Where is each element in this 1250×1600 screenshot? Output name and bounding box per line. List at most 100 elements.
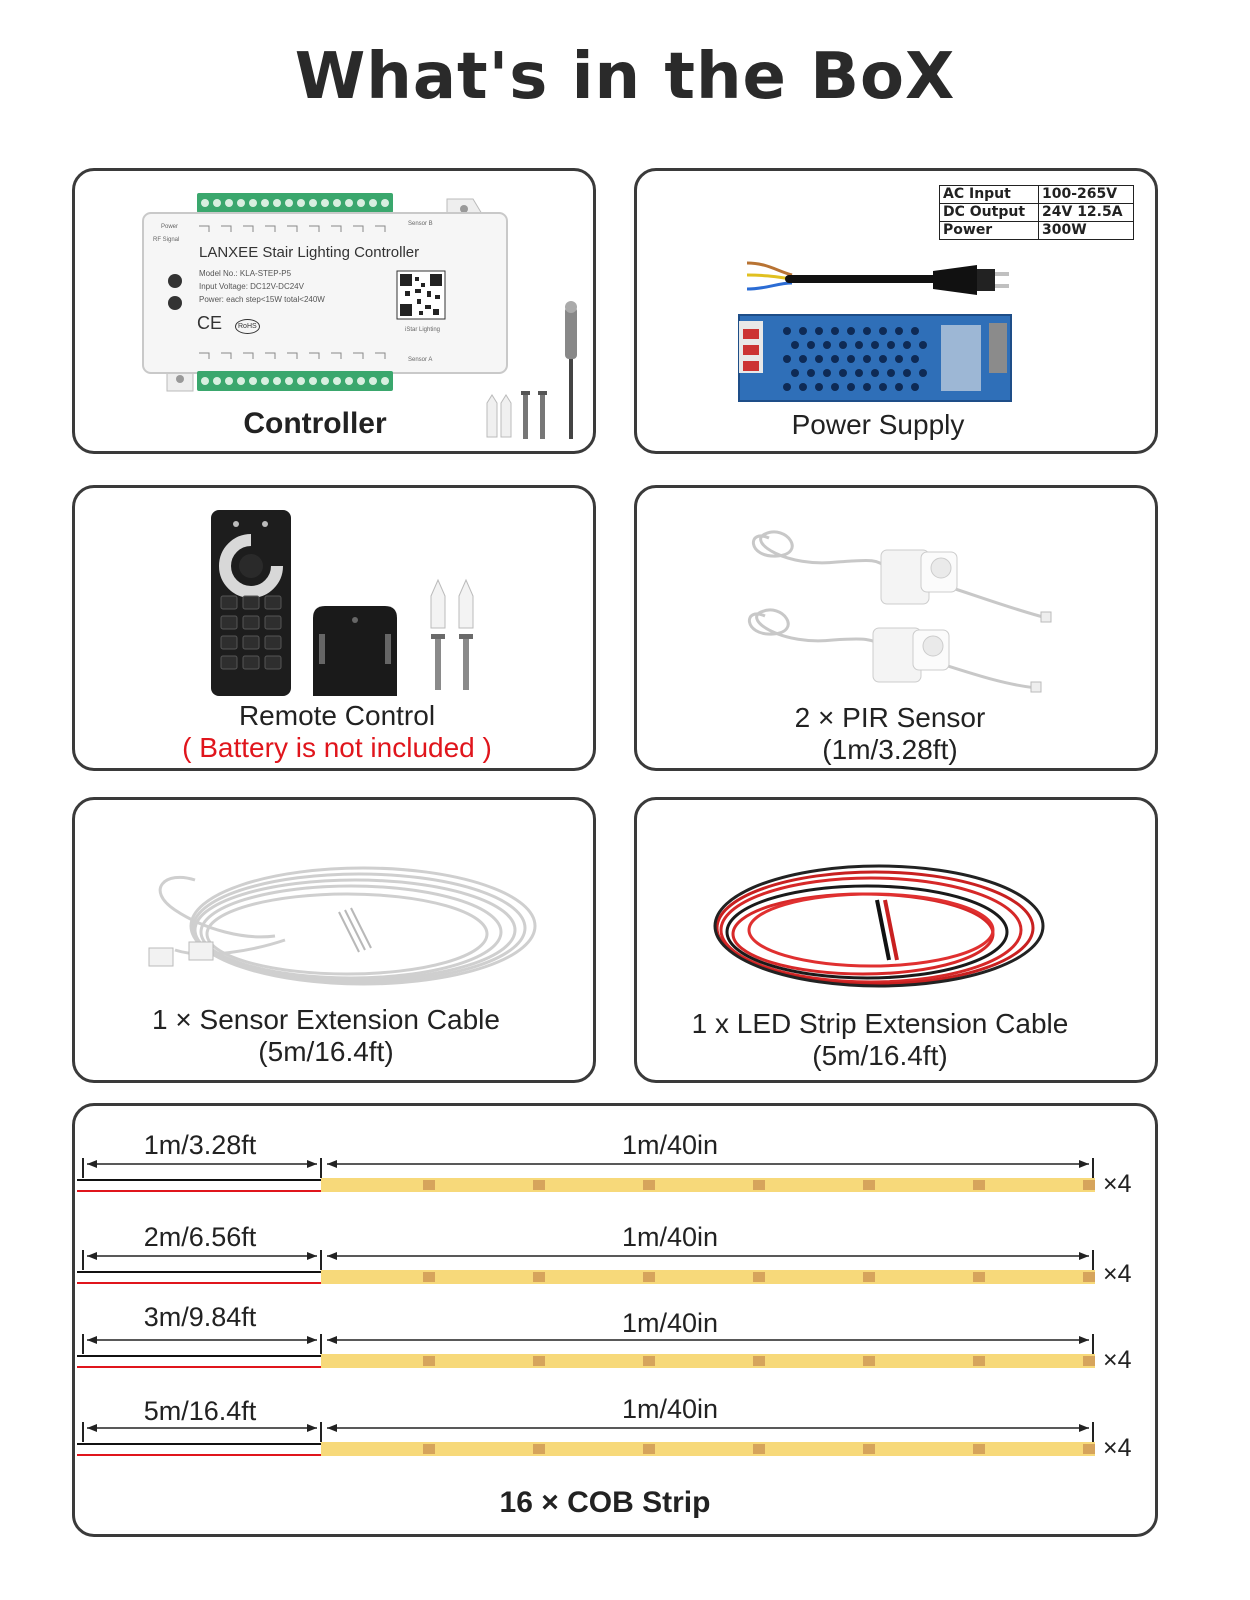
spec-value: 300W xyxy=(1038,221,1134,240)
cob-strip xyxy=(321,1354,1095,1368)
sensor-cable-panel: 1 × Sensor Extension Cable (5m/16.4ft) xyxy=(72,797,596,1083)
pir-caption: 2 × PIR Sensor xyxy=(794,702,986,733)
pir-illustration xyxy=(748,530,1052,693)
pir-length: (1m/3.28ft) xyxy=(822,734,958,765)
cob-panel: 1m/3.28ft 1m/40in ×4 2m/6.56ft 1m/40in ×… xyxy=(72,1103,1158,1537)
arrow-head xyxy=(87,1160,97,1168)
battery-note: ( Battery is not included ) xyxy=(182,732,492,763)
solder-pad xyxy=(533,1444,545,1454)
solder-pad xyxy=(753,1444,765,1454)
arrow-head xyxy=(87,1252,97,1260)
solder-pad xyxy=(753,1272,765,1282)
solder-pad xyxy=(643,1444,655,1454)
sensor-cable-illustration xyxy=(148,866,537,986)
power-supply-caption: Power Supply xyxy=(791,409,965,440)
solder-pad xyxy=(643,1356,655,1366)
solder-pad xyxy=(753,1356,765,1366)
cob-strip xyxy=(321,1178,1095,1192)
arrow-head xyxy=(87,1336,97,1344)
strip-quantity: ×4 xyxy=(1103,1170,1132,1198)
controller-input-voltage: Input Voltage: DC12V-DC24V xyxy=(199,282,304,291)
strip-quantity: ×4 xyxy=(1103,1260,1132,1288)
solder-pad xyxy=(863,1180,875,1190)
arrow-head xyxy=(327,1424,337,1432)
power-supply-illustration xyxy=(738,261,1012,402)
lead-length-label: 3m/9.84ft xyxy=(143,1302,257,1332)
spec-value: 100-265V xyxy=(1038,185,1134,204)
arrow-head xyxy=(327,1336,337,1344)
controller-label-title: LANXEE Stair Lighting Controller xyxy=(199,244,420,261)
controller-sensor-a: Sensor A xyxy=(408,357,433,363)
remote-caption: Remote Control xyxy=(238,700,436,731)
spec-label: Power xyxy=(939,221,1039,240)
controller-illustration xyxy=(142,193,577,439)
strip-length-label: 1m/40in xyxy=(621,1308,719,1338)
arrow-head xyxy=(307,1160,317,1168)
solder-pad xyxy=(423,1356,435,1366)
strip-length-label: 1m/40in xyxy=(621,1222,719,1252)
arrow-head xyxy=(87,1424,97,1432)
controller-sensor-b: Sensor B xyxy=(408,221,433,227)
strip-quantity: ×4 xyxy=(1103,1434,1132,1462)
remote-illustration xyxy=(211,510,474,696)
solder-pad xyxy=(533,1356,545,1366)
sensor-cable-length: (5m/16.4ft) xyxy=(258,1036,394,1067)
solder-pad xyxy=(863,1356,875,1366)
ce-mark: CE xyxy=(197,313,223,333)
arrow-head xyxy=(307,1424,317,1432)
solder-pad xyxy=(1083,1272,1095,1282)
controller-caption: Controller xyxy=(243,407,387,440)
solder-pad xyxy=(973,1444,985,1454)
remote-panel: Remote Control ( Battery is not included… xyxy=(72,485,596,771)
cob-strip xyxy=(321,1270,1095,1284)
led-cable-length: (5m/16.4ft) xyxy=(812,1040,948,1071)
arrow-head xyxy=(307,1252,317,1260)
solder-pad xyxy=(973,1180,985,1190)
led-cable-panel: 1 x LED Strip Extension Cable (5m/16.4ft… xyxy=(634,797,1158,1083)
lead-length-label: 5m/16.4ft xyxy=(143,1396,257,1426)
arrow-head xyxy=(1079,1336,1089,1344)
arrow-head xyxy=(1079,1424,1089,1432)
arrow-head xyxy=(1079,1160,1089,1168)
solder-pad xyxy=(863,1444,875,1454)
cob-caption: 16 × COB Strip xyxy=(499,1486,711,1519)
solder-pad xyxy=(863,1272,875,1282)
solder-pad xyxy=(1083,1356,1095,1366)
controller-rf-signal: RF Signal xyxy=(153,237,180,243)
led-cable-illustration xyxy=(713,864,1045,988)
strip-quantity: ×4 xyxy=(1103,1346,1132,1374)
led-cable-caption: 1 x LED Strip Extension Cable xyxy=(691,1008,1069,1039)
solder-pad xyxy=(643,1180,655,1190)
cob-strip-illustration xyxy=(77,1158,1095,1456)
arrow-head xyxy=(327,1252,337,1260)
sensor-cable-caption: 1 × Sensor Extension Cable xyxy=(152,1004,500,1035)
lead-length-label: 1m/3.28ft xyxy=(143,1130,257,1160)
solder-pad xyxy=(533,1272,545,1282)
strip-length-label: 1m/40in xyxy=(621,1130,719,1160)
controller-power-led: Power xyxy=(161,224,179,230)
solder-pad xyxy=(753,1180,765,1190)
arrow-head xyxy=(327,1160,337,1168)
controller-power-spec: Power: each step<15W total<240W xyxy=(199,295,325,304)
solder-pad xyxy=(533,1180,545,1190)
page-title: What's in the BoX xyxy=(294,40,956,114)
pir-panel: 2 × PIR Sensor (1m/3.28ft) xyxy=(634,485,1158,771)
controller-app-label: iStar Lighting xyxy=(405,327,441,333)
rohs-mark: RoHS xyxy=(235,319,260,334)
solder-pad xyxy=(423,1444,435,1454)
solder-pad xyxy=(423,1272,435,1282)
solder-pad xyxy=(1083,1444,1095,1454)
arrow-head xyxy=(307,1336,317,1344)
lead-length-label: 2m/6.56ft xyxy=(143,1222,257,1252)
solder-pad xyxy=(1083,1180,1095,1190)
arrow-head xyxy=(1079,1252,1089,1260)
controller-panel: LANXEE Stair Lighting Controller Model N… xyxy=(72,168,596,454)
strip-length-label: 1m/40in xyxy=(621,1394,719,1424)
solder-pad xyxy=(973,1272,985,1282)
controller-model: Model No.: KLA-STEP-P5 xyxy=(199,269,292,278)
solder-pad xyxy=(643,1272,655,1282)
cob-strip xyxy=(321,1442,1095,1456)
